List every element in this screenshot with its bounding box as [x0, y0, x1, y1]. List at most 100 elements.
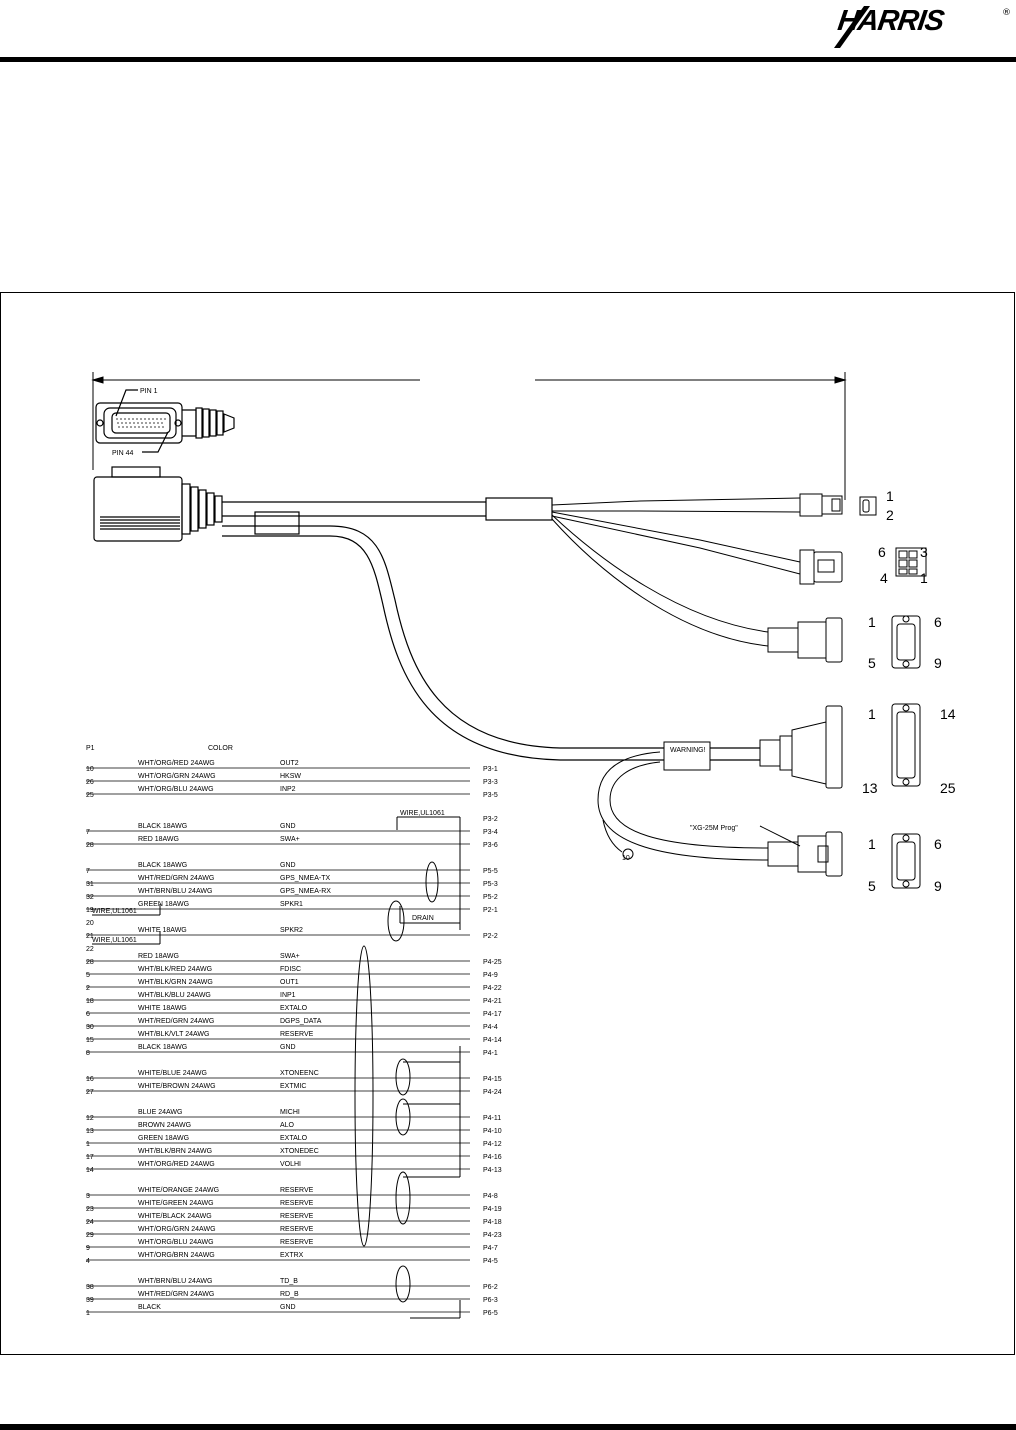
pin-number: 12 [86, 1115, 94, 1122]
signal-name: RESERVE [280, 1200, 314, 1207]
destination-pin: P6-5 [483, 1310, 498, 1317]
wire-color: WHITE 18AWG [138, 1005, 187, 1012]
destination-pin: P4-25 [483, 959, 502, 966]
wire-ul1061-label-1: WIRE,UL1061 [92, 908, 137, 915]
destination-pin: P4-10 [483, 1128, 502, 1135]
wire-color: WHT/ORG/BRN 24AWG [138, 1252, 215, 1259]
destination-pin: P4-5 [483, 1258, 498, 1265]
pin-number: 32 [86, 894, 94, 901]
p5-pin3-label: 3 [920, 544, 928, 560]
pin-number: 6 [86, 1011, 90, 1018]
signal-name: DGPS_DATA [280, 1018, 322, 1025]
p4-pin1-label: 1 [868, 706, 876, 722]
destination-pin: P3-6 [483, 842, 498, 849]
destination-pin: P4-16 [483, 1154, 502, 1161]
destination-pin: P4-21 [483, 998, 502, 1005]
header-rule [0, 57, 1016, 62]
signal-name: GND [280, 1044, 296, 1051]
destination-pin: P5-2 [483, 894, 498, 901]
destination-pin: P4-7 [483, 1245, 498, 1252]
pin-number: 24 [86, 1219, 94, 1226]
pin-number: 9 [86, 1245, 90, 1252]
p4-connector [759, 703, 921, 789]
p2-pin2-label: 2 [886, 507, 894, 523]
signal-name: EXTMIC [280, 1083, 306, 1090]
pin-number: 13 [86, 1128, 94, 1135]
destination-pin: P3-1 [483, 766, 498, 773]
harris-logo: HARRIS ® [828, 2, 1011, 50]
wire-color: WHT/ORG/GRN 24AWG [138, 1226, 216, 1233]
pin-number: 28 [86, 959, 94, 966]
p6-pin6-label: 6 [934, 614, 942, 630]
signal-name: RESERVE [280, 1187, 314, 1194]
pin-number: 17 [86, 1154, 94, 1161]
signal-name: GND [280, 823, 296, 830]
signal-name: EXTRX [280, 1252, 304, 1259]
destination-pin: P2-1 [483, 907, 498, 914]
pin-number: 5 [86, 972, 90, 979]
signal-name: OUT1 [280, 979, 299, 986]
signal-name: FDISC [280, 966, 301, 973]
destination-pin: P4-8 [483, 1193, 498, 1200]
prog-pin1-label: 1 [868, 836, 876, 852]
destination-pin: P4-14 [483, 1037, 502, 1044]
p6-pin9-label: 9 [934, 655, 942, 671]
signal-name: INP2 [280, 786, 296, 793]
wire-color: WHITE 18AWG [138, 927, 187, 934]
signal-name: XTONEDEC [280, 1148, 319, 1155]
destination-pin: P4-4 [483, 1024, 498, 1031]
signal-name: OUT2 [280, 760, 299, 767]
prog-cable [597, 751, 921, 889]
p4-pin25-label: 25 [940, 780, 956, 796]
pin-number: 18 [86, 998, 94, 1005]
signal-name: RD_B [280, 1291, 299, 1298]
destination-pin: P3-5 [483, 792, 498, 799]
destination-pin: P4-13 [483, 1167, 502, 1174]
logo-swoosh-icon [834, 6, 870, 48]
destination-pin: P4-11 [483, 1115, 501, 1122]
destination-pin: P4-18 [483, 1219, 502, 1226]
pin-number: 30 [86, 1024, 94, 1031]
destination-pin: P3-2 [483, 816, 498, 823]
figure-frame [0, 292, 1015, 1355]
pin-number: 27 [86, 1089, 94, 1096]
signal-name: RESERVE [280, 1239, 314, 1246]
wire-color: WHITE/BLUE 24AWG [138, 1070, 207, 1077]
signal-name: RESERVE [280, 1031, 314, 1038]
prog-pin9-label: 9 [934, 878, 942, 894]
pin-number: 23 [86, 1206, 94, 1213]
destination-pin: P4-1 [483, 1050, 498, 1057]
pin-number: 16 [86, 1076, 94, 1083]
wire-color: WHT/ORG/BLU 24AWG [138, 1239, 214, 1246]
p5-pin6-label: 6 [878, 544, 886, 560]
pin-number: 7 [86, 868, 90, 875]
pin-number: 38 [86, 1284, 94, 1291]
wire-color: BLACK [138, 1304, 161, 1311]
p1-connector-side [93, 466, 223, 542]
pin-number: 31 [86, 881, 94, 888]
wire-color: RED 18AWG [138, 836, 179, 843]
signal-name: ALO [280, 1122, 295, 1129]
wire-color: WHT/ORG/RED 24AWG [138, 760, 215, 767]
destination-pin: P3-4 [483, 829, 498, 836]
signal-name: VOLHI [280, 1161, 301, 1168]
pin-number: 14 [86, 1167, 94, 1174]
wire-color: RED 18AWG [138, 953, 179, 960]
p6-pin5-label: 5 [868, 655, 876, 671]
